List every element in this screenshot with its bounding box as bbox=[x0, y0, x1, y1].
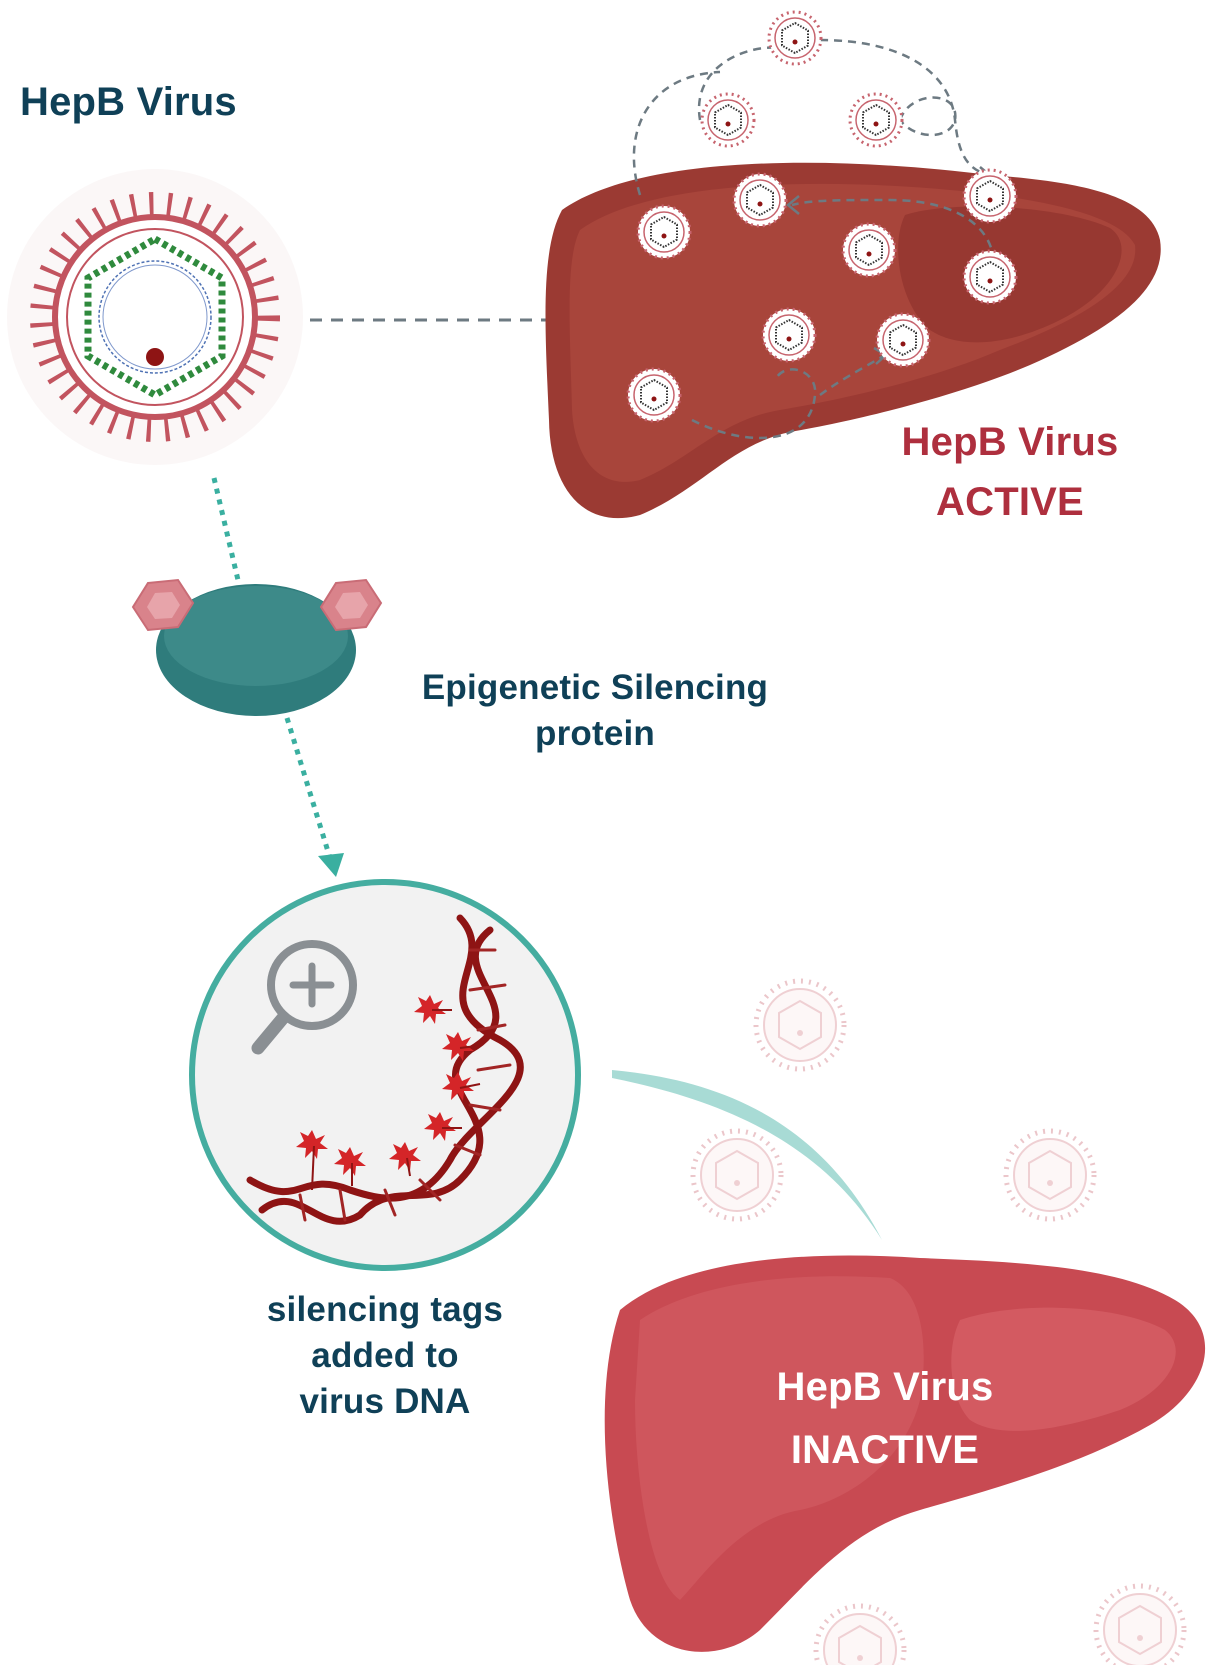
replication-cycle bbox=[632, 38, 996, 440]
virus-icon bbox=[7, 169, 303, 465]
dna-helix-icon bbox=[246, 914, 524, 1225]
tag-stalks bbox=[311, 1009, 481, 1191]
protein-label-line1: Epigenetic Silencing bbox=[421, 668, 769, 707]
arrow-to-protein bbox=[211, 477, 241, 581]
active-label-line2: ACTIVE bbox=[936, 480, 1084, 524]
silencing-tags bbox=[296, 995, 474, 1176]
protein-icon bbox=[131, 578, 383, 716]
arrow-to-dna bbox=[284, 717, 344, 877]
inactive-label-line2: INACTIVE bbox=[790, 1428, 980, 1472]
magnifier-plus-icon bbox=[251, 940, 357, 1055]
tags-label-line3: virus DNA bbox=[299, 1382, 471, 1421]
inactive-label-line1: HepB Virus bbox=[776, 1365, 994, 1409]
protein-label-line2: protein bbox=[534, 714, 655, 753]
tags-label-line2: added to bbox=[311, 1336, 459, 1375]
active-label-line1: HepB Virus bbox=[901, 420, 1119, 464]
hepb-virus-title: HepB Virus bbox=[20, 80, 237, 124]
tags-label-line1: silencing tags bbox=[266, 1290, 504, 1329]
liver-icon bbox=[604, 1255, 1206, 1652]
